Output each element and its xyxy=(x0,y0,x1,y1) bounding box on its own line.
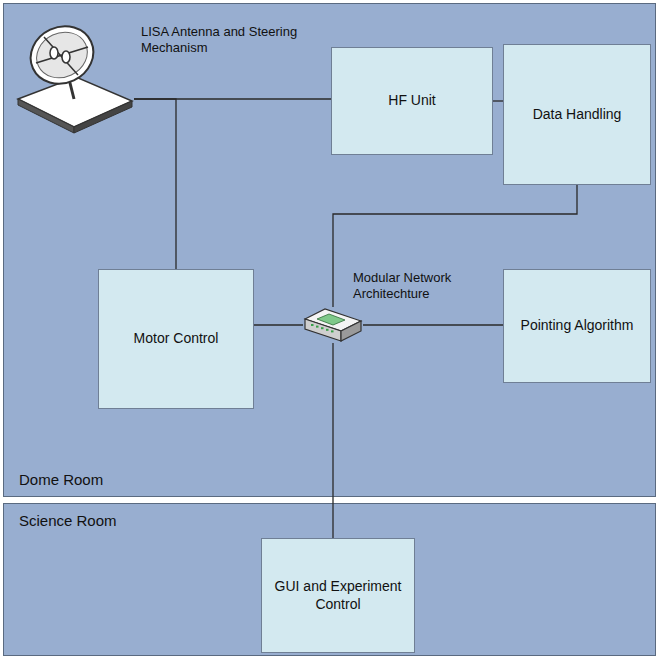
router-drawing xyxy=(303,307,363,343)
component-label: Modular Network Architechture xyxy=(353,270,493,301)
network-router: Modular Network Architechture xyxy=(303,307,363,343)
box-label: Data Handling xyxy=(533,106,622,124)
room-label: Dome Room xyxy=(19,471,103,488)
process-box: Motor Control xyxy=(98,269,254,409)
connector-line xyxy=(134,98,331,99)
box-label: Motor Control xyxy=(134,330,219,348)
process-box: Pointing Algorithm xyxy=(503,269,651,383)
antenna-illustration: LISA Antenna and Steering Mechanism xyxy=(16,19,134,137)
connector-line xyxy=(493,100,503,101)
room-band: Dome Room LISA Antenna and Steering Mecha… xyxy=(3,3,656,497)
connector-line xyxy=(254,324,303,325)
process-box: GUI and Experiment Control xyxy=(261,538,415,653)
process-box: HF Unit xyxy=(331,47,493,155)
connector-line xyxy=(363,324,503,325)
box-label: HF Unit xyxy=(388,92,435,110)
connector-line xyxy=(332,343,333,538)
room-label: Science Room xyxy=(19,512,117,529)
box-label: GUI and Experiment Control xyxy=(270,578,406,613)
room-band: Science RoomGUI and Experiment Control xyxy=(3,503,656,656)
component-label: LISA Antenna and Steering Mechanism xyxy=(141,24,341,55)
antenna-drawing xyxy=(16,19,134,137)
box-label: Pointing Algorithm xyxy=(521,317,634,335)
connector-line xyxy=(134,99,176,269)
process-box: Data Handling xyxy=(503,44,651,185)
connector-line xyxy=(333,185,577,307)
